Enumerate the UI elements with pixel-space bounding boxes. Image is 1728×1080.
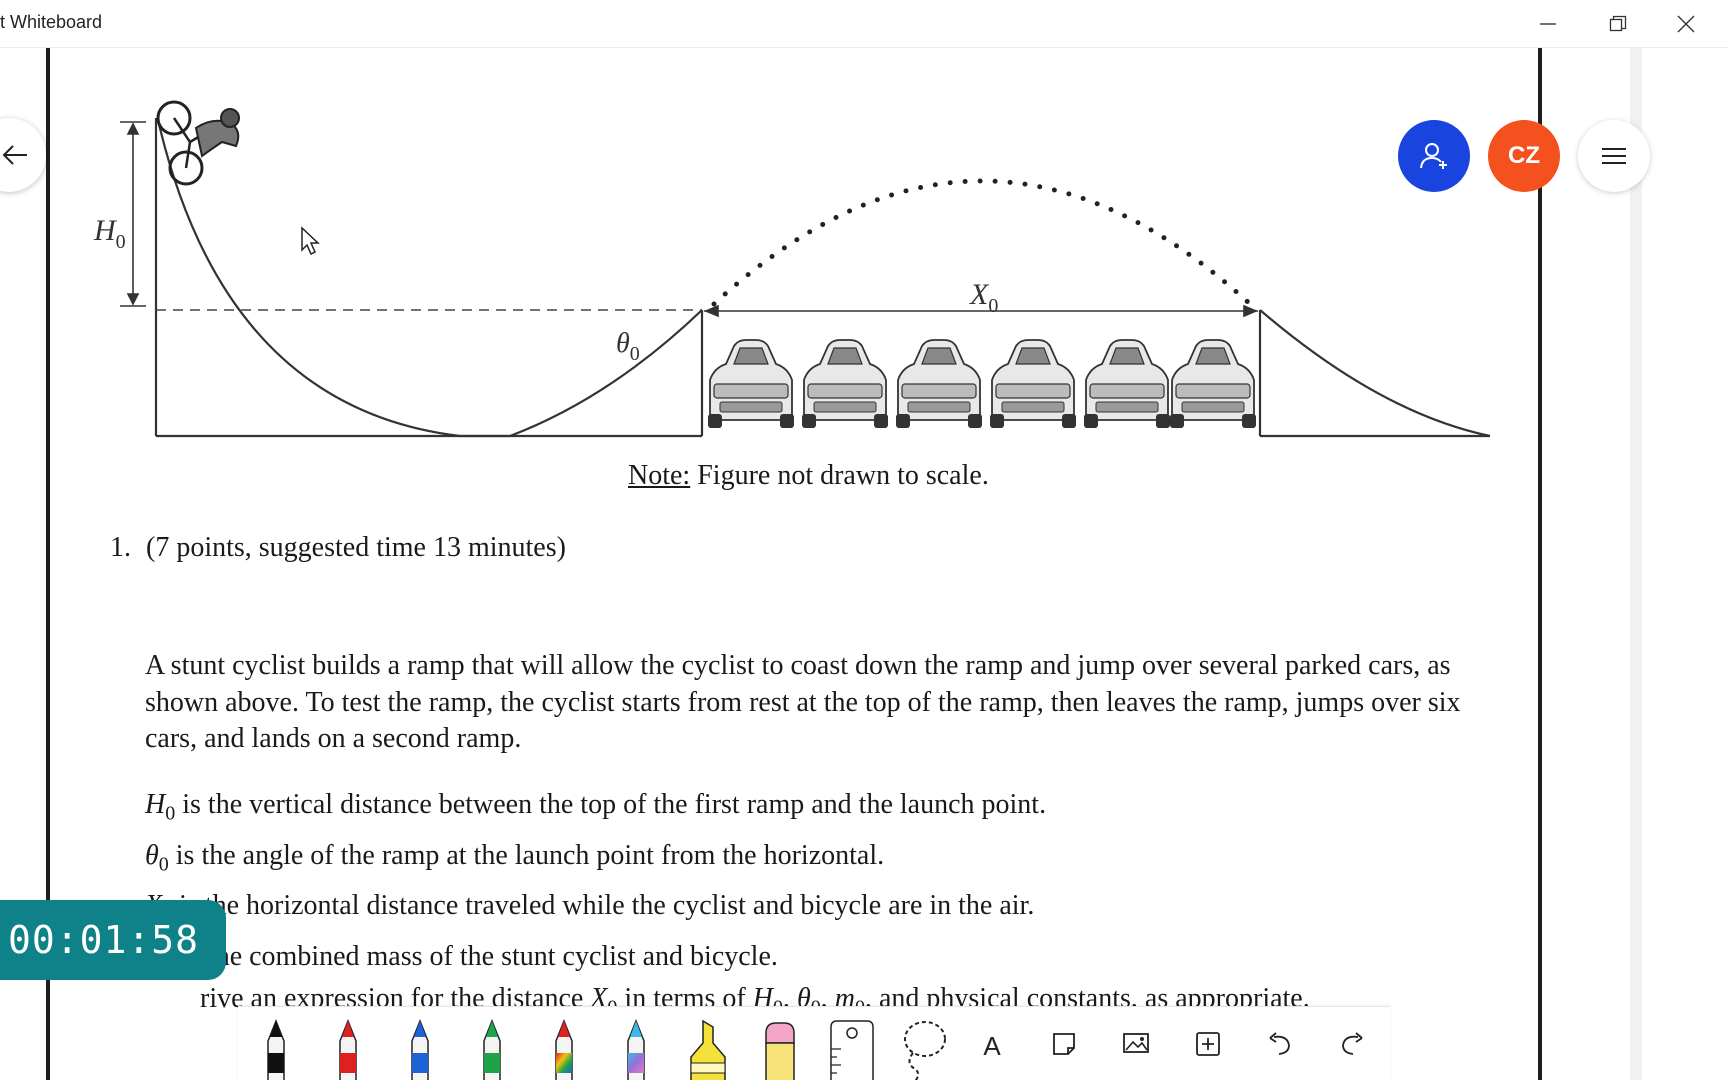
page-right-edge — [1538, 48, 1542, 1080]
definition-x0: X0 is the horizontal distance traveled w… — [145, 890, 1035, 926]
cyclist-icon — [156, 100, 240, 186]
definition-m0: m0 is the combined mass of the stunt cyc… — [145, 940, 778, 977]
definition-theta0: θ0 is the angle of the ramp at the launc… — [145, 839, 885, 876]
pen-rainbow-icon — [555, 1019, 573, 1080]
title-bar: t Whiteboard — [0, 0, 1728, 48]
drawing-toolbar: A — [238, 1006, 1390, 1080]
pen-red-icon — [339, 1019, 357, 1080]
text-tool-icon: A — [983, 1031, 1001, 1061]
user-avatar[interactable]: CZ — [1488, 120, 1560, 192]
undo-icon — [1269, 1032, 1290, 1055]
pen-green-button[interactable] — [462, 1019, 522, 1080]
pen-red-button[interactable] — [318, 1019, 378, 1080]
sticky-note-icon — [1053, 1033, 1075, 1055]
redo-button[interactable] — [1322, 1031, 1382, 1071]
whiteboard-canvas[interactable]: H0 θ0 X0 — [0, 48, 1728, 1080]
highlighter-button[interactable] — [678, 1019, 738, 1080]
pen-black-icon — [267, 1019, 285, 1080]
menu-button[interactable] — [1578, 120, 1650, 192]
car — [708, 339, 794, 428]
figure-note: Note: Figure not drawn to scale. — [628, 460, 989, 492]
pen-galaxy-icon — [627, 1019, 645, 1080]
page-left-edge — [46, 48, 50, 1080]
arrow-left-icon — [2, 145, 27, 165]
pen-blue-button[interactable] — [390, 1019, 450, 1080]
ramp-structure — [154, 118, 1491, 438]
minimize-icon — [1540, 23, 1556, 25]
session-timer: 00:01:58 — [0, 900, 226, 980]
note-prefix: Note: — [628, 460, 691, 491]
pen-blue-icon — [411, 1019, 429, 1080]
text-tool-button[interactable]: A — [962, 1031, 1022, 1071]
pen-black-button[interactable] — [246, 1019, 306, 1080]
car — [802, 339, 888, 428]
pen-rainbow-button[interactable] — [534, 1019, 594, 1080]
canvas-scroll-strip — [1630, 48, 1642, 1080]
car — [1084, 339, 1170, 428]
parked-cars — [708, 339, 1256, 428]
mouse-cursor-icon — [300, 226, 322, 261]
problem-points: (7 points, suggested time 13 minutes) — [146, 532, 566, 563]
car — [990, 339, 1076, 428]
close-button[interactable] — [1652, 0, 1720, 48]
ruler-icon — [830, 1020, 874, 1080]
minimize-button[interactable] — [1514, 0, 1582, 48]
variable-definitions: H0 is the vertical distance between the … — [145, 784, 1046, 986]
undo-button[interactable] — [1250, 1031, 1310, 1071]
ramp-diagram: H0 θ0 X0 — [93, 100, 1491, 438]
restore-icon — [1609, 15, 1627, 32]
note-text: Figure not drawn to scale. — [690, 460, 989, 491]
add-box-icon — [1196, 1032, 1220, 1056]
image-icon — [1123, 1033, 1149, 1053]
distance-dimension — [703, 304, 1259, 318]
lasso-button[interactable] — [894, 1019, 954, 1080]
height-dimension — [120, 121, 146, 307]
hamburger-icon — [1602, 148, 1626, 164]
problem-header: 1. (7 points, suggested time 13 minutes) — [110, 532, 566, 564]
ruler-button[interactable] — [822, 1019, 882, 1080]
insert-image-button[interactable] — [1106, 1031, 1166, 1071]
theta0-label: θ0 — [616, 328, 640, 365]
x0-label: X0 — [969, 278, 998, 317]
redo-icon — [1342, 1032, 1363, 1055]
trajectory-path — [711, 178, 1253, 307]
restore-button[interactable] — [1584, 0, 1652, 48]
sticky-note-button[interactable] — [1034, 1031, 1094, 1071]
ramp-figure: H0 θ0 X0 — [90, 68, 1510, 463]
invite-user-button[interactable] — [1398, 120, 1470, 192]
problem-number: 1. — [110, 532, 131, 563]
highlighter-icon — [690, 1019, 726, 1080]
add-content-button[interactable] — [1178, 1031, 1238, 1071]
h0-label: H0 — [93, 214, 126, 253]
pen-galaxy-button[interactable] — [606, 1019, 666, 1080]
lasso-icon — [904, 1021, 946, 1080]
app-title: t Whiteboard — [0, 12, 103, 32]
car — [896, 339, 982, 428]
car — [1170, 339, 1256, 428]
problem-paragraph: A stunt cyclist builds a ramp that will … — [145, 650, 1461, 754]
eraser-button[interactable] — [750, 1019, 810, 1080]
eraser-icon — [765, 1022, 795, 1080]
definition-h0: H0 is the vertical distance between the … — [145, 789, 1047, 825]
close-icon — [1677, 15, 1695, 33]
add-person-icon — [1420, 143, 1447, 169]
pen-green-icon — [483, 1019, 501, 1080]
